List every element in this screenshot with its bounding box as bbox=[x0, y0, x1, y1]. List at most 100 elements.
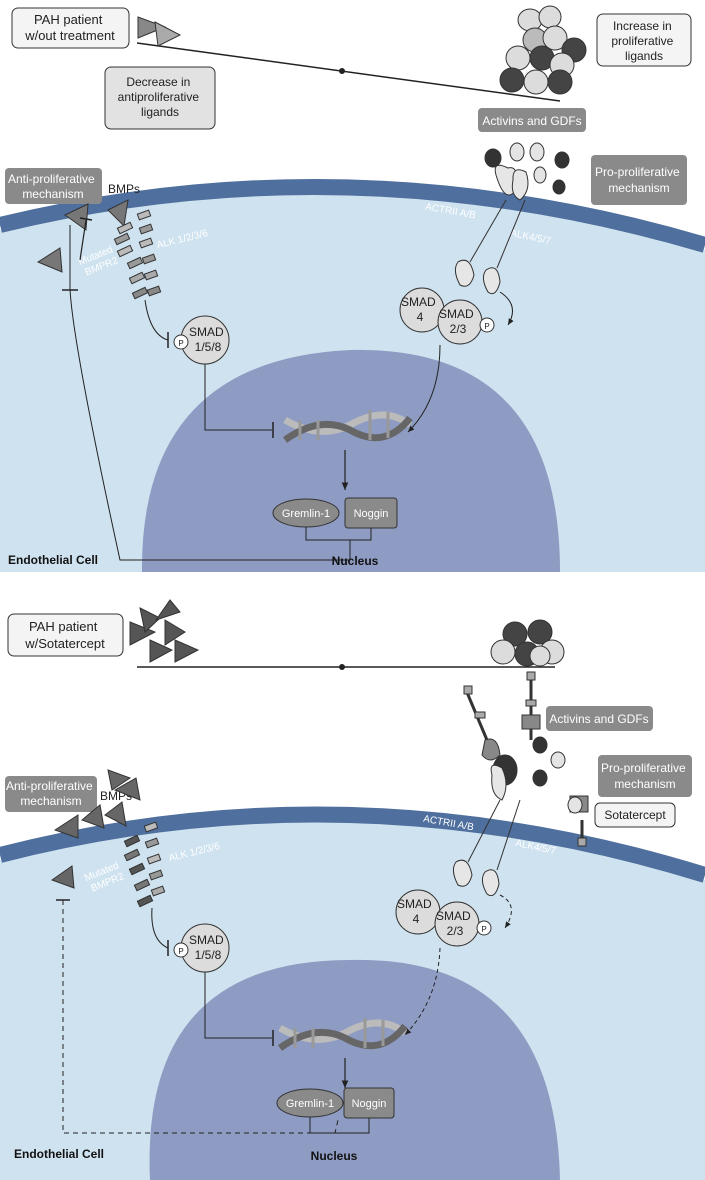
bmpr2-receptor bbox=[113, 209, 162, 300]
phospho-p bbox=[479, 317, 495, 333]
smad4-b-line-2: 4 bbox=[413, 912, 420, 926]
increase-line-3: ligands bbox=[625, 49, 663, 63]
actrii-receptor-bottom bbox=[452, 764, 521, 897]
nucleus-label-top: Nucleus bbox=[332, 554, 379, 568]
svg-text:Anti-proliferative mecha: Anti-proliferative mechanism bbox=[6, 779, 96, 808]
gremlin-label: Gremlin-1 bbox=[282, 508, 330, 520]
svg-text:Pro-proliferative mechan: Pro-proliferative mechanism bbox=[595, 165, 683, 195]
svg-text:PAH patient w/Sotatercep: PAH patient w/Sotatercept bbox=[24, 619, 105, 651]
phospho-label: P bbox=[178, 947, 183, 956]
bmp-ligand bbox=[64, 203, 89, 231]
feedback-line bbox=[69, 225, 351, 561]
svg-text:SMAD 2/3: SMAD 2/3 bbox=[439, 307, 477, 336]
smad158-b-line-2: 1/5/8 bbox=[195, 948, 222, 962]
decrease-line-3: ligands bbox=[141, 105, 179, 119]
decrease-ligands-box bbox=[104, 66, 216, 130]
anti-proliferative-box bbox=[5, 168, 102, 204]
cell-membrane-bottom bbox=[0, 806, 705, 883]
svg-text:SMAD 4: SMAD 4 bbox=[401, 295, 439, 324]
svg-text:SMAD 1/5/8: SMAD 1/5/8 bbox=[189, 933, 227, 962]
anti-b-line-1: Anti-proliferative bbox=[6, 779, 93, 793]
condition-b-line-2: w/Sotatercept bbox=[24, 636, 105, 651]
phospho-label: P bbox=[178, 339, 183, 348]
svg-text:SMAD 1/5/8: SMAD 1/5/8 bbox=[189, 325, 227, 354]
smad4-b-line-1: SMAD bbox=[397, 897, 432, 911]
seesaw-pivot-top bbox=[339, 68, 345, 74]
smad23-line-2: 2/3 bbox=[450, 322, 467, 336]
svg-text:Increase in proliferativ: Increase in proliferative ligands bbox=[611, 19, 676, 63]
nucleus-bottom bbox=[149, 959, 560, 1180]
pro-proliferative-box-bottom bbox=[598, 755, 692, 797]
smad4-line-1: SMAD bbox=[401, 295, 436, 309]
anti-line-1: Anti-proliferative bbox=[8, 172, 95, 186]
sotatercept-box bbox=[594, 802, 676, 828]
feedback-line-dashed bbox=[62, 900, 339, 1134]
actrii-receptor bbox=[454, 164, 529, 295]
smad23-line-1: SMAD bbox=[439, 307, 474, 321]
anti-line-2: mechanism bbox=[22, 187, 83, 201]
cell-membrane-top bbox=[0, 178, 705, 253]
condition-line-2: w/out treatment bbox=[24, 28, 115, 43]
anti-proliferative-box-bottom bbox=[5, 776, 97, 812]
nucleus-top bbox=[141, 349, 560, 572]
gremlin-label-bottom: Gremlin-1 bbox=[286, 1098, 334, 1110]
activins-gdfs-box-bottom bbox=[546, 706, 653, 731]
seesaw-beam-top bbox=[136, 42, 561, 102]
proliferative-ligand-cluster-bottom bbox=[490, 619, 565, 667]
smad23-b-line-2: 2/3 bbox=[447, 924, 464, 938]
bmps-label: BMPs bbox=[108, 182, 140, 196]
bmpr2-receptor-bottom bbox=[123, 821, 166, 908]
smad158-b-line-1: SMAD bbox=[189, 933, 224, 947]
svg-text:Decrease in antiprolifer: Decrease in antiproliferative ligands bbox=[118, 75, 203, 119]
bmp-ligands-bottom bbox=[50, 769, 141, 889]
anti-ligand-triangle-cluster bbox=[129, 599, 200, 663]
pro-b-line-1: Pro-proliferative bbox=[601, 761, 686, 775]
svg-text:Anti-proliferative mecha: Anti-proliferative mechanism bbox=[8, 172, 98, 201]
smad4-line-2: 4 bbox=[417, 310, 424, 324]
condition-box-bottom bbox=[7, 613, 124, 657]
pro-b-line-1: mechanism bbox=[614, 777, 675, 791]
bmp-ligand bbox=[107, 199, 129, 228]
condition-b-line-1: PAH patient bbox=[29, 619, 98, 634]
phospho-p bbox=[173, 942, 189, 958]
phospho-label: P bbox=[484, 322, 489, 331]
anti-ligand-triangle bbox=[137, 16, 167, 39]
increase-line-1: Increase in bbox=[613, 19, 672, 33]
endothelial-label-bottom: Endothelial Cell bbox=[14, 1147, 104, 1161]
smad23-b-line-1: SMAD bbox=[436, 909, 471, 923]
increase-line-2: proliferative bbox=[611, 34, 673, 48]
anti-ligand-triangle bbox=[154, 21, 182, 47]
activin-ligands bbox=[484, 142, 570, 195]
decrease-line-1: Decrease in bbox=[126, 75, 190, 89]
activin-ligands-bottom bbox=[492, 736, 583, 814]
bmp-ligand bbox=[36, 247, 63, 273]
increase-ligands-box bbox=[596, 13, 692, 67]
condition-line-1: PAH patient bbox=[34, 12, 103, 27]
proliferative-ligand-cluster bbox=[499, 5, 587, 95]
svg-text:SMAD 2/3: SMAD 2/3 bbox=[436, 909, 474, 938]
condition-box-top bbox=[11, 7, 130, 49]
phospho-p bbox=[476, 920, 492, 936]
phospho-p bbox=[173, 334, 189, 350]
svg-text:PAH patient w/out treatm: PAH patient w/out treatment bbox=[24, 12, 115, 43]
activins-gdfs-box bbox=[478, 108, 586, 132]
dna-helix bbox=[282, 410, 413, 443]
activins-gdfs-label: Activins and GDFs bbox=[482, 114, 581, 128]
sotatercept-label: Sotatercept bbox=[604, 808, 666, 822]
panel-bottom: PAH patient w/Sotatercept Activins and G… bbox=[0, 599, 705, 1180]
pro-line-2: mechanism bbox=[608, 181, 669, 195]
decrease-line-2: antiproliferative bbox=[118, 90, 200, 104]
noggin-label: Noggin bbox=[354, 508, 389, 520]
smad158-line-2: 1/5/8 bbox=[195, 340, 222, 354]
svg-text:SMAD 4: SMAD 4 bbox=[397, 897, 435, 926]
anti-b-line-2: mechanism bbox=[20, 794, 81, 808]
dna-helix-bottom bbox=[277, 1018, 408, 1051]
svg-text:Pro-proliferative mechan: Pro-proliferative mechanism bbox=[601, 761, 689, 791]
endothelial-label-top: Endothelial Cell bbox=[8, 553, 98, 567]
activins-gdfs-label-bottom: Activins and GDFs bbox=[549, 712, 648, 726]
seesaw-pivot-bottom bbox=[339, 664, 345, 670]
panel-top: PAH patient w/out treatment Increase in … bbox=[0, 5, 705, 572]
noggin-label-bottom: Noggin bbox=[352, 1098, 387, 1110]
phospho-label: P bbox=[481, 925, 486, 934]
